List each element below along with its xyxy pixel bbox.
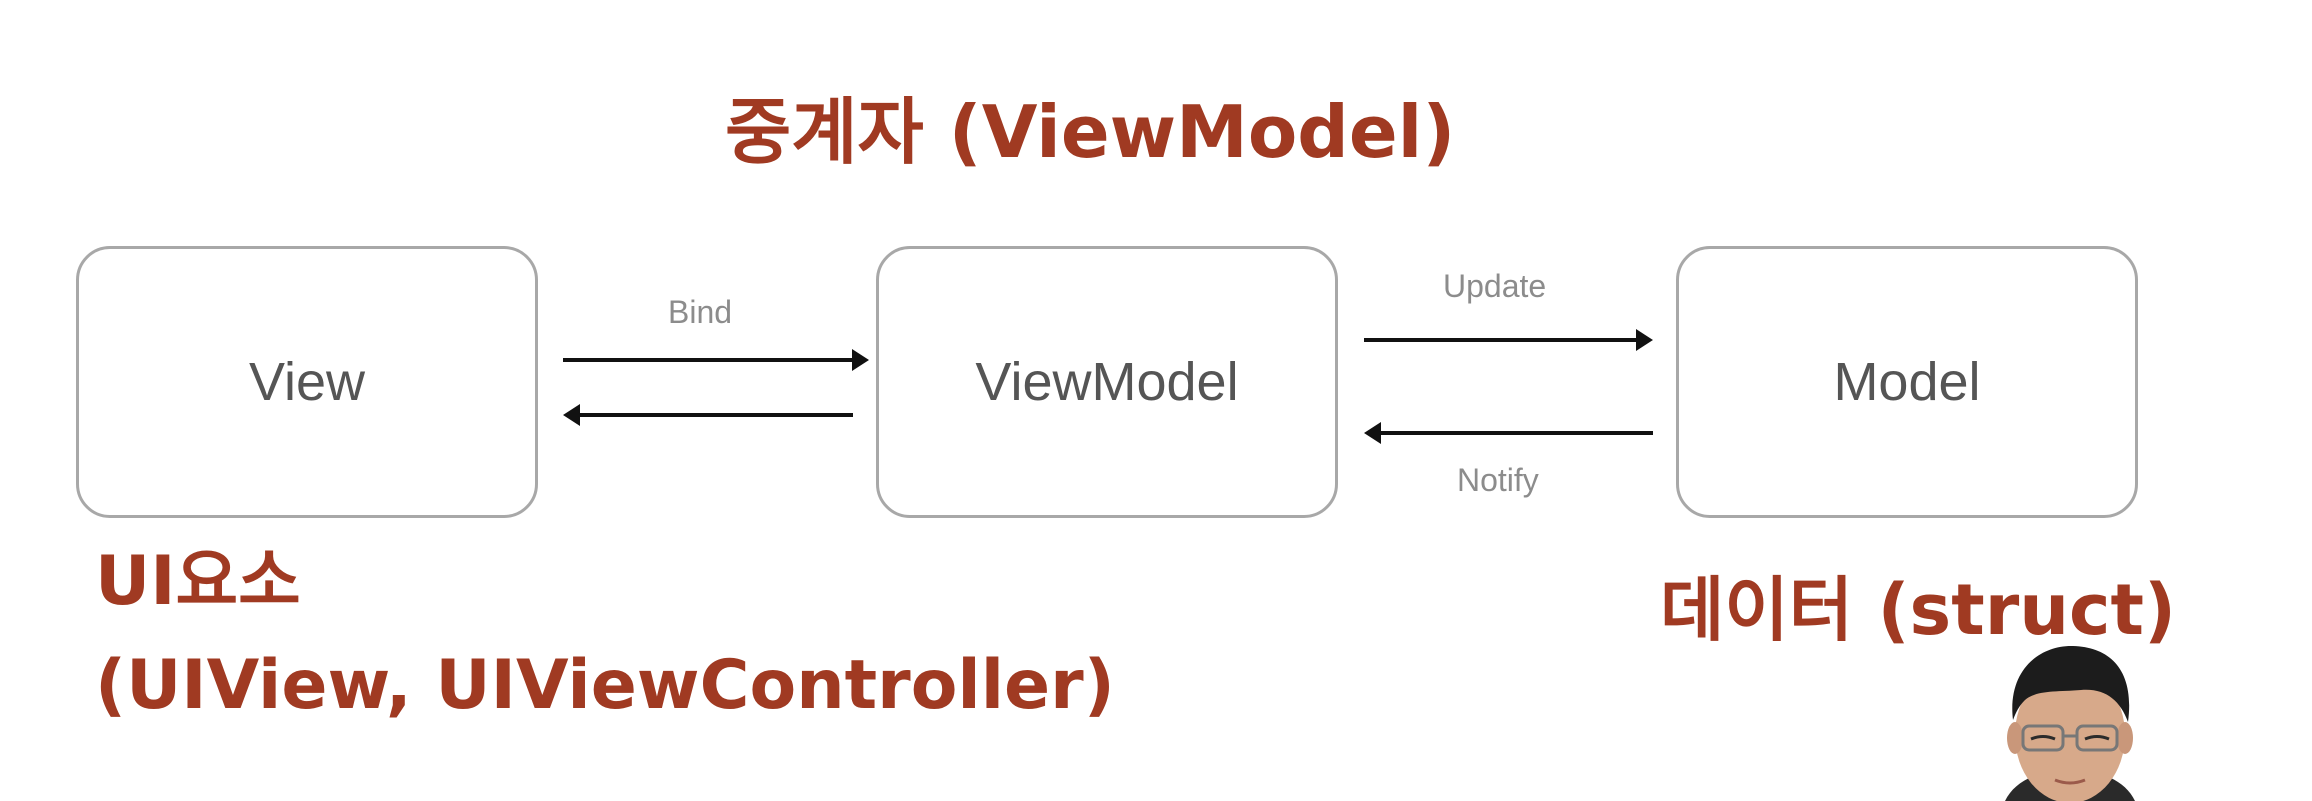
view-box: View: [76, 246, 538, 518]
viewmodel-heading: 중계자 (ViewModel): [725, 90, 1456, 174]
update-label: Update: [1443, 268, 1547, 304]
presenter-video-thumbnail: [1985, 640, 2155, 801]
bind-arrowhead-right: [852, 349, 869, 371]
notify-arrowhead: [1364, 422, 1381, 444]
notify-label: Notify: [1457, 462, 1539, 498]
bind-arrowhead-left: [563, 404, 580, 426]
ui-elements-subheading: (UIView, UIViewController): [95, 646, 1115, 725]
view-box-label: View: [248, 352, 366, 412]
data-heading: 데이터 (struct): [1660, 569, 2176, 651]
model-box-label: Model: [1833, 352, 1981, 412]
model-box: Model: [1676, 246, 2138, 518]
ui-elements-heading: UI요소: [95, 542, 301, 621]
bind-label: Bind: [668, 294, 733, 330]
viewmodel-box: ViewModel: [876, 246, 1338, 518]
viewmodel-box-label: ViewModel: [975, 352, 1239, 412]
update-arrowhead: [1636, 329, 1653, 351]
